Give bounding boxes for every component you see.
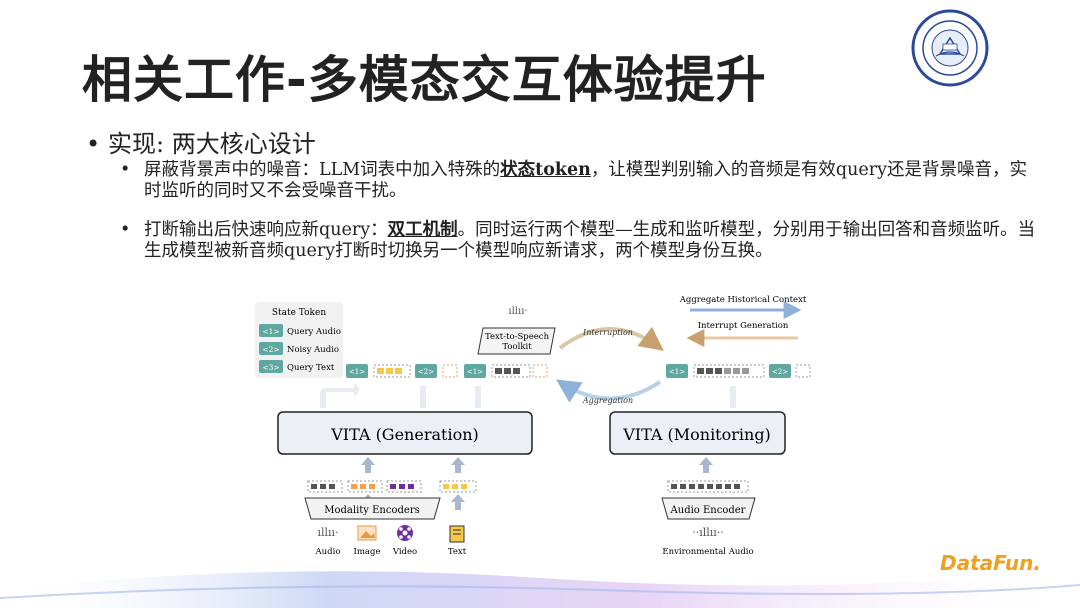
- svg-text:<1>: <1>: [467, 368, 483, 376]
- svg-text:<2>: <2>: [418, 368, 434, 376]
- vita-generation-box: [277, 411, 533, 455]
- sub2-pre: 打断输出后快速响应新query：: [144, 220, 388, 240]
- interrupt-generation-label: Interrupt Generation: [698, 321, 789, 331]
- token-tag: <3>: [262, 363, 279, 372]
- audio-encoder-box: [661, 497, 756, 520]
- modality-encoders-box: [304, 497, 441, 520]
- encoder-token-strip: [307, 480, 749, 493]
- input-label-text: Text: [448, 547, 467, 557]
- token-tag: <2>: [262, 345, 279, 354]
- tts-toolkit: ıllıı· Text-to-Speech Toolkit: [477, 306, 556, 355]
- token-label: Query Audio: [287, 327, 341, 337]
- sub2-highlight: 双工机制: [387, 220, 458, 240]
- aggregation-arrow: [555, 379, 662, 403]
- token-label: Noisy Audio: [287, 345, 339, 355]
- state-token-3: <3> Query Text: [259, 360, 335, 373]
- modality-encoders-label: Modality Encoders: [324, 505, 419, 516]
- waveform-icon: ıllıı·: [508, 306, 527, 317]
- vita-diagram: State Token <1> Query Audio <2> Noisy Au…: [255, 295, 811, 557]
- audio-wave-icon: ıllıı·: [317, 526, 338, 539]
- input-label-video: Video: [392, 547, 417, 557]
- audio-encoder-label: Audio Encoder: [670, 505, 746, 516]
- input-label-audio: Audio: [315, 547, 341, 557]
- vita-monitoring-label: VITA (Monitoring): [622, 425, 771, 444]
- bullet-dot: •: [120, 220, 131, 240]
- tts-label: Text-to-Speech: [485, 332, 550, 342]
- vita-monitoring-box: [609, 411, 786, 455]
- bottom-wave-decoration: [0, 570, 1080, 608]
- svg-text:<1>: <1>: [349, 368, 365, 376]
- tts-label-2: Toolkit: [502, 342, 532, 352]
- bullet-dot: •: [120, 160, 131, 180]
- env-audio-label: Environmental Audio: [662, 547, 753, 557]
- feedback-arrows: [320, 382, 736, 408]
- input-label-image: Image: [354, 547, 381, 557]
- env-audio-wave-icon: ··ıllıı··: [692, 526, 724, 539]
- university-logo: [911, 9, 989, 87]
- generation-token-strip: <1> <2> <1>: [346, 364, 548, 378]
- state-token-panel: [255, 302, 343, 378]
- sub1-post: ，让模型判别输入的音频是有效query还是背景噪音，实时监听的同时又不会受噪音干…: [144, 160, 1028, 201]
- image-icon: [357, 525, 377, 541]
- sub2-post: 。同时运行两个模型—生成和监听模型，分别用于输出回答和音频监听。当生成模型被新音…: [144, 220, 1036, 261]
- interruption-arrow: [558, 326, 664, 351]
- token-label: Query Text: [287, 363, 335, 373]
- monitoring-token-strip: <1> <2>: [666, 364, 811, 378]
- interruption-label: Interruption: [582, 328, 633, 337]
- sub-bullet-duplex: • 打断输出后快速响应新query：双工机制。同时运行两个模型—生成和监听模型，…: [120, 220, 1040, 262]
- video-icon: [397, 525, 413, 541]
- aggregate-context-label: Aggregate Historical Context: [679, 295, 807, 305]
- aggregation-label: Aggregation: [582, 396, 633, 405]
- text-icon: [449, 525, 465, 543]
- sub-bullet-noise: • 屏蔽背景声中的噪音：LLM词表中加入特殊的状态token，让模型判别输入的音…: [120, 160, 1040, 202]
- sub1-pre: 屏蔽背景声中的噪音：LLM词表中加入特殊的: [144, 160, 501, 180]
- sub1-highlight: 状态token: [500, 160, 591, 180]
- bullet-main: •实现: 两大核心设计: [86, 124, 316, 159]
- svg-text:<2>: <2>: [772, 368, 788, 376]
- token-tag: <1>: [262, 327, 279, 336]
- state-token-2: <2> Noisy Audio: [259, 342, 339, 355]
- state-token-title: State Token: [272, 308, 326, 318]
- bullet-main-text: 实现: 两大核心设计: [108, 130, 316, 158]
- slide-title: 相关工作-多模态交互体验提升: [82, 51, 767, 109]
- svg-text:<1>: <1>: [669, 368, 685, 376]
- bullet-dot: •: [86, 130, 101, 158]
- vita-generation-label: VITA (Generation): [330, 425, 479, 444]
- datafun-logo: DataFun.: [940, 551, 1041, 575]
- state-token-1: <1> Query Audio: [259, 324, 341, 337]
